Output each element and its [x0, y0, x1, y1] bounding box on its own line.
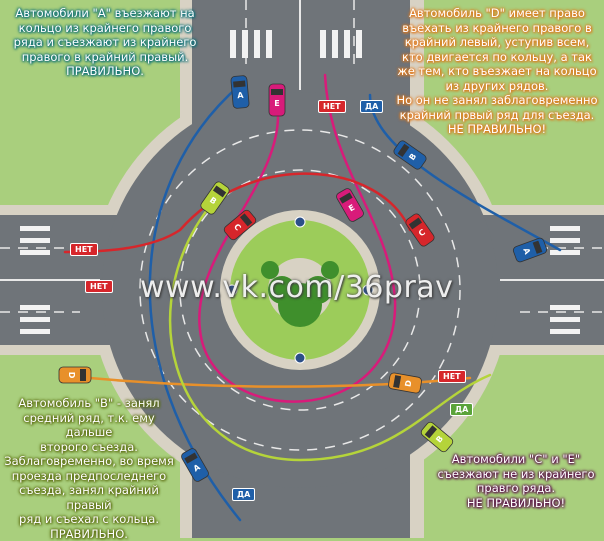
note-line: же тем, кто въезжает на кольцо [392, 64, 602, 79]
note-cars-c-e: Автомобили "С" и "Е" съезжают не из край… [430, 452, 602, 510]
note-line: Заблаговременно, во время [0, 454, 178, 469]
watermark: www.vk.com/36prav [140, 270, 453, 305]
note-line: крайний првый ряд для съезда. [392, 108, 602, 123]
car-windshield [271, 89, 283, 95]
note-line: Автомобили "А" въезжают на [2, 6, 208, 21]
note-line: средний ряд, т.к. ему дальше [0, 411, 178, 440]
note-line: крайний левый, уступив всем, [392, 35, 602, 50]
note-line: Но он не занял заблаговременно [392, 93, 602, 108]
note-line: въехать из крайнего правого в [392, 21, 602, 36]
tag-yes-a-bottom: ДА [232, 488, 255, 501]
note-line: Автомобиль "D" имеет право [392, 6, 602, 21]
tag-no-a-left: НЕТ [85, 280, 113, 293]
tag-no-e-top: НЕТ [318, 100, 346, 113]
car-letter: E [274, 99, 279, 108]
note-line: кто двигается по кольцу, а так [392, 50, 602, 65]
tag-yes-b-right: ДА [450, 403, 473, 416]
note-line: правый [0, 498, 178, 513]
note-line: кольцо из крайнего правого [2, 21, 208, 36]
note-car-a: Автомобили "А" въезжают на кольцо из кра… [2, 6, 208, 79]
car-e: E [269, 84, 285, 116]
note-line: проезда предпоследнего [0, 469, 178, 484]
tag-yes-a-top: ДА [360, 100, 383, 113]
note-car-b: Автомобиль "В" - занял средний ряд, т.к.… [0, 396, 178, 541]
note-line: правого в крайний правый. [2, 50, 208, 65]
note-line: НЕ ПРАВИЛЬНО! [392, 122, 602, 137]
note-line: съезда, занял крайний [0, 483, 178, 498]
note-line: ПРАВИЛЬНО. [0, 527, 178, 541]
car-a: A [231, 75, 250, 108]
note-line: Автомобиль "В" - занял [0, 396, 178, 411]
car-windshield [233, 81, 245, 88]
car-d: D [59, 367, 91, 383]
car-letter: D [67, 372, 76, 379]
note-line: ряд и съехал с кольца. [0, 512, 178, 527]
note-line: ПРАВИЛЬНО. [2, 64, 208, 79]
car-windshield [80, 369, 86, 381]
note-line: из других рядов. [392, 79, 602, 94]
note-line: Автомобили "С" и "Е" [430, 452, 602, 467]
tag-no-d-right: НЕТ [438, 370, 466, 383]
note-line: НЕ ПРАВИЛЬНО! [430, 496, 602, 511]
note-line: второго съезда. [0, 440, 178, 455]
note-line: ряда и съезжают из крайнего [2, 35, 208, 50]
note-line: правго ряда. [430, 481, 602, 496]
note-car-d: Автомобиль "D" имеет право въехать из кр… [392, 6, 602, 137]
tag-no-c-left: НЕТ [70, 243, 98, 256]
note-line: съезжают не из крайнего [430, 467, 602, 482]
